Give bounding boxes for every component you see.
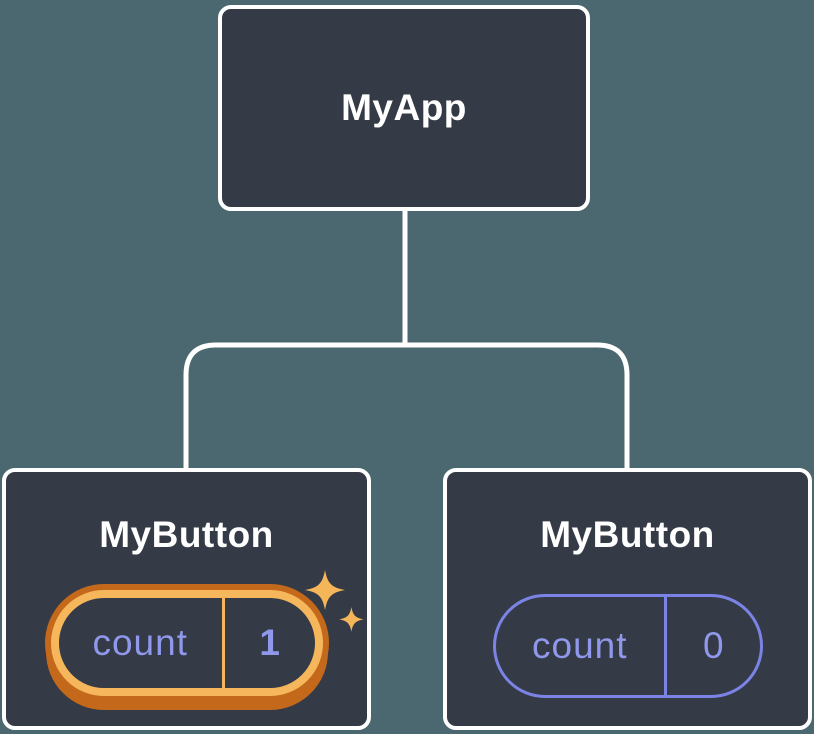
state-value-section: 1 (225, 598, 315, 688)
state-name: count (92, 622, 188, 663)
state-value: 0 (703, 625, 724, 666)
state-pill-highlighted: count 1 (50, 570, 364, 696)
root-node: MyApp (218, 5, 590, 211)
child-node-left: MyButton count 1 (2, 468, 371, 730)
child-node-left-label: MyButton (99, 514, 274, 555)
state-pill: count 0 (492, 594, 763, 698)
sparkles-icon (304, 570, 364, 632)
state-value-section: 0 (667, 597, 759, 695)
connector-branch (183, 342, 630, 470)
sparkle-large (304, 570, 345, 610)
state-name: count (532, 625, 628, 666)
child-node-right: MyButton count 0 (443, 468, 812, 730)
state-name-section: count (496, 597, 668, 695)
root-node-label: MyApp (341, 87, 467, 128)
child-node-right-label: MyButton (540, 514, 715, 555)
state-name-section: count (59, 598, 225, 688)
sparkle-small (338, 607, 364, 632)
state-value: 1 (259, 622, 280, 663)
